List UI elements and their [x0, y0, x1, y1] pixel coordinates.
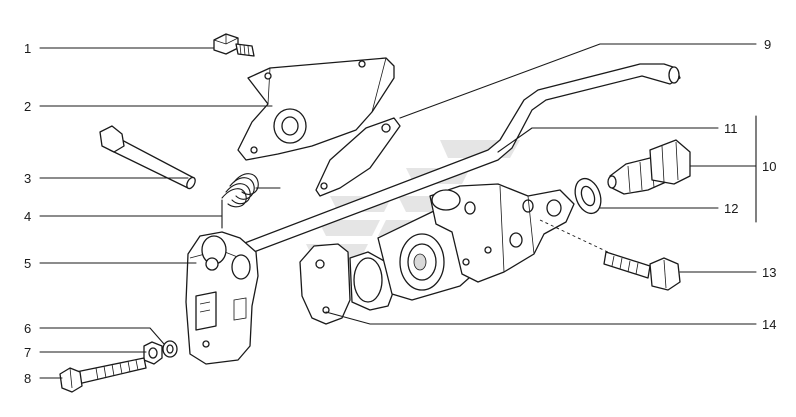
callout-7: 7	[24, 345, 31, 360]
part-5-lever	[185, 231, 259, 365]
part-13-bolt	[603, 251, 681, 291]
leader-14	[325, 311, 757, 325]
callout-2: 2	[24, 99, 31, 114]
callout-5: 5	[24, 256, 31, 271]
part-2-bracket	[237, 57, 395, 161]
part-7-nut	[143, 341, 163, 365]
leader-10	[689, 115, 757, 223]
callout-labels: 1 2 3 4 5 6 7 8 9 10 11 12 13 14	[24, 37, 776, 386]
callout-9: 9	[764, 37, 771, 52]
part-9-rod	[215, 63, 681, 265]
part-3-pin	[99, 125, 196, 190]
leader-11	[497, 127, 719, 153]
callout-11: 11	[724, 121, 738, 136]
callout-1: 1	[24, 41, 31, 56]
callout-13: 13	[762, 265, 776, 280]
callout-6: 6	[24, 321, 31, 336]
part-8-bolt	[59, 357, 147, 393]
callout-12: 12	[724, 201, 738, 216]
part-10-fitting	[607, 139, 691, 195]
callout-14: 14	[762, 317, 776, 332]
callout-4: 4	[24, 209, 31, 224]
callout-10: 10	[762, 159, 776, 174]
callout-8: 8	[24, 371, 31, 386]
part-12-ring	[574, 177, 602, 215]
part-6-washer	[162, 340, 178, 358]
callout-3: 3	[24, 171, 31, 186]
part-14-pump	[299, 183, 575, 325]
leader-6	[39, 327, 165, 345]
part-4-spring	[221, 173, 281, 229]
assembly-axis	[539, 219, 613, 255]
part-1-bolt	[213, 33, 255, 57]
leader-lines	[39, 43, 757, 379]
leader-9	[399, 43, 757, 119]
